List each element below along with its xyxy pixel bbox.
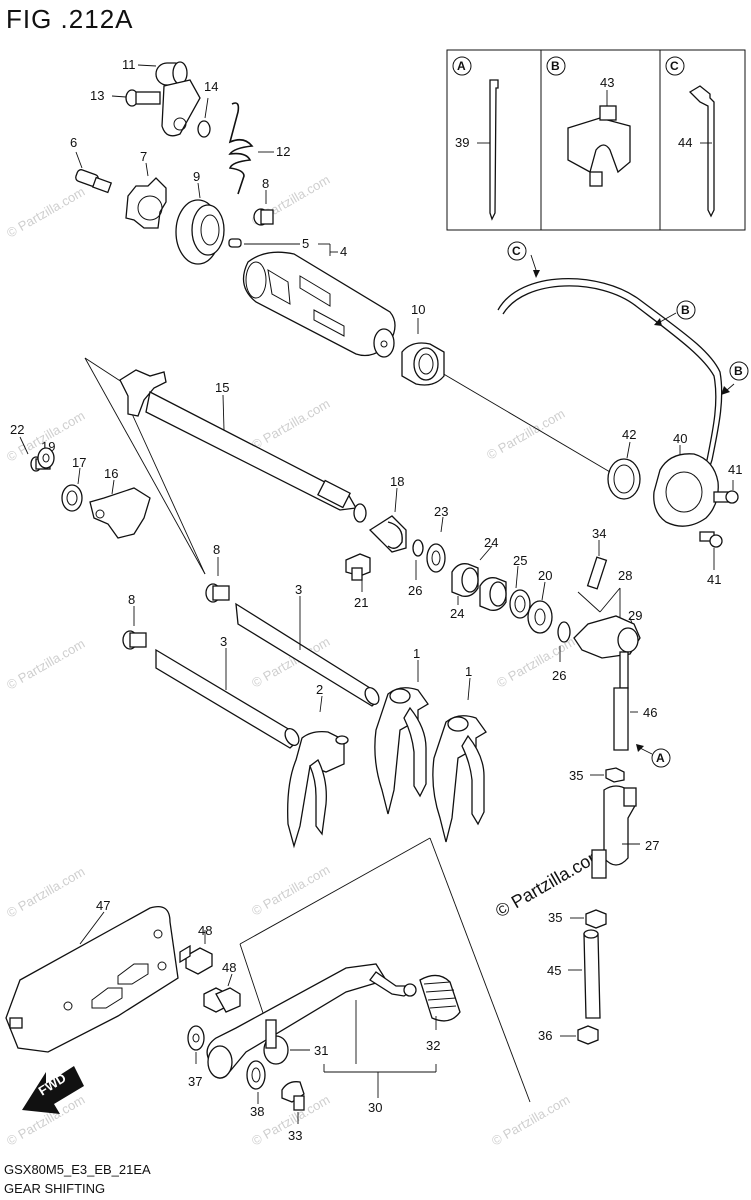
part-number: 37 (188, 1074, 202, 1089)
callout-a: A (656, 751, 665, 765)
part-number: 4 (340, 244, 347, 259)
part-number: 43 (600, 75, 614, 90)
part-number: 38 (250, 1104, 264, 1119)
part-number: 13 (90, 88, 104, 103)
part-number: 48 (198, 923, 212, 938)
bearing-10: 10 (401, 302, 445, 386)
part-number: 10 (411, 302, 425, 317)
part-number: 26 (552, 668, 566, 683)
clip-44 (688, 85, 715, 218)
o-ring-42 (607, 458, 641, 500)
part-number: 46 (643, 705, 657, 720)
part-number: 41 (707, 572, 721, 587)
part-number: 34 (592, 526, 606, 541)
fork-shafts: 3 3 8 8 (122, 542, 380, 749)
part-number: 39 (455, 135, 469, 150)
part-number: 8 (262, 176, 269, 191)
part-number: 24 (450, 606, 464, 621)
part-number: 44 (678, 135, 692, 150)
footer-code: GSX80M5_E3_EB_21EA (4, 1162, 151, 1177)
part-number: 3 (220, 634, 227, 649)
watermark: © Partzilla.com (4, 636, 87, 693)
rod-end-group: 34 28 29 26 (552, 526, 642, 689)
callout-b: B (681, 303, 690, 317)
part-number: 24 (484, 535, 498, 550)
callout-c: C (512, 244, 521, 258)
part-number: 28 (618, 568, 632, 583)
shift-arm-group: 18 23 26 24 24 25 20 21 (345, 474, 553, 634)
watermark: © Partzilla.com (489, 1092, 572, 1149)
shift-cam-parts: 6 7 9 (70, 135, 225, 265)
inset-letter-b: B (551, 59, 560, 73)
part-number: 36 (538, 1028, 552, 1043)
part-number: 35 (569, 768, 583, 783)
part-number: 1 (465, 664, 472, 679)
part-number: 23 (434, 504, 448, 519)
part-number: 33 (288, 1128, 302, 1143)
watermark: © Partzilla.com (484, 406, 567, 463)
part-number: 16 (104, 466, 118, 481)
part-number: 14 (204, 79, 218, 94)
shift-lever-30 (206, 963, 388, 1079)
watermark: © Partzilla.com (249, 396, 332, 453)
part-number: 21 (354, 595, 368, 610)
part-number: 40 (673, 431, 687, 446)
part-number: 27 (645, 838, 659, 853)
part-number: 45 (547, 963, 561, 978)
cable-tie-39 (489, 79, 499, 221)
part-number: 15 (215, 380, 229, 395)
gearshift-cam-4 (242, 251, 396, 357)
watermark: © Partzilla.com (249, 862, 332, 919)
stopper-group: 11 13 14 12 (90, 57, 290, 195)
inset-panels: A B C 39 43 44 (446, 49, 746, 231)
part-number: 17 (72, 455, 86, 470)
watermark: © Partzilla.com (4, 184, 87, 241)
shift-shaft-15: 15 (84, 357, 367, 575)
shaft-seal-group: 22 19 17 16 (10, 422, 151, 539)
part-number: 29 (628, 608, 642, 623)
part-number: 3 (295, 582, 302, 597)
inset-letter-c: C (670, 59, 679, 73)
part-number: 8 (128, 592, 135, 607)
part-number: 9 (193, 169, 200, 184)
bracket-47 (5, 905, 179, 1053)
part-number: 20 (538, 568, 552, 583)
part-number: 5 (302, 236, 309, 251)
part-number: 42 (622, 427, 636, 442)
part-number: 30 (368, 1100, 382, 1115)
part-number: 6 (70, 135, 77, 150)
part-number: 12 (276, 144, 290, 159)
inset-letter-a: A (457, 59, 466, 73)
linkage-rod-group: 46 A 35 27 35 45 36 (538, 687, 671, 1045)
callout-b: B (734, 364, 743, 378)
forward-direction-indicator: FWD (22, 1066, 84, 1114)
part-number: 48 (222, 960, 236, 975)
part-number: 41 (728, 462, 742, 477)
cover-40: 40 41 41 42 (429, 365, 742, 587)
part-number: 22 (10, 422, 24, 437)
part-number: 18 (390, 474, 404, 489)
part-number: 11 (122, 57, 136, 72)
part-number: 2 (316, 682, 323, 697)
shift-pedal-assembly: 31 32 30 37 38 33 (187, 837, 531, 1143)
breather-hose: C B B (497, 241, 749, 479)
footer-name: GEAR SHIFTING (4, 1181, 105, 1196)
part-number: 32 (426, 1038, 440, 1053)
part-number: 1 (413, 646, 420, 661)
part-number: 25 (513, 553, 527, 568)
part-number: 7 (140, 149, 147, 164)
drum-group: 8 5 4 (228, 176, 396, 358)
clamp-43 (567, 117, 631, 174)
shift-forks: 1 1 2 (287, 646, 487, 849)
part-number: 26 (408, 583, 422, 598)
part-number: 31 (314, 1043, 328, 1058)
part-number: 47 (96, 898, 110, 913)
watermark: © Partzilla.com (4, 864, 87, 921)
part-number: 35 (548, 910, 562, 925)
part-number: 8 (213, 542, 220, 557)
figure-title: FIG .212A (6, 4, 134, 34)
footrest-bracket: 47 48 48 (5, 898, 241, 1053)
